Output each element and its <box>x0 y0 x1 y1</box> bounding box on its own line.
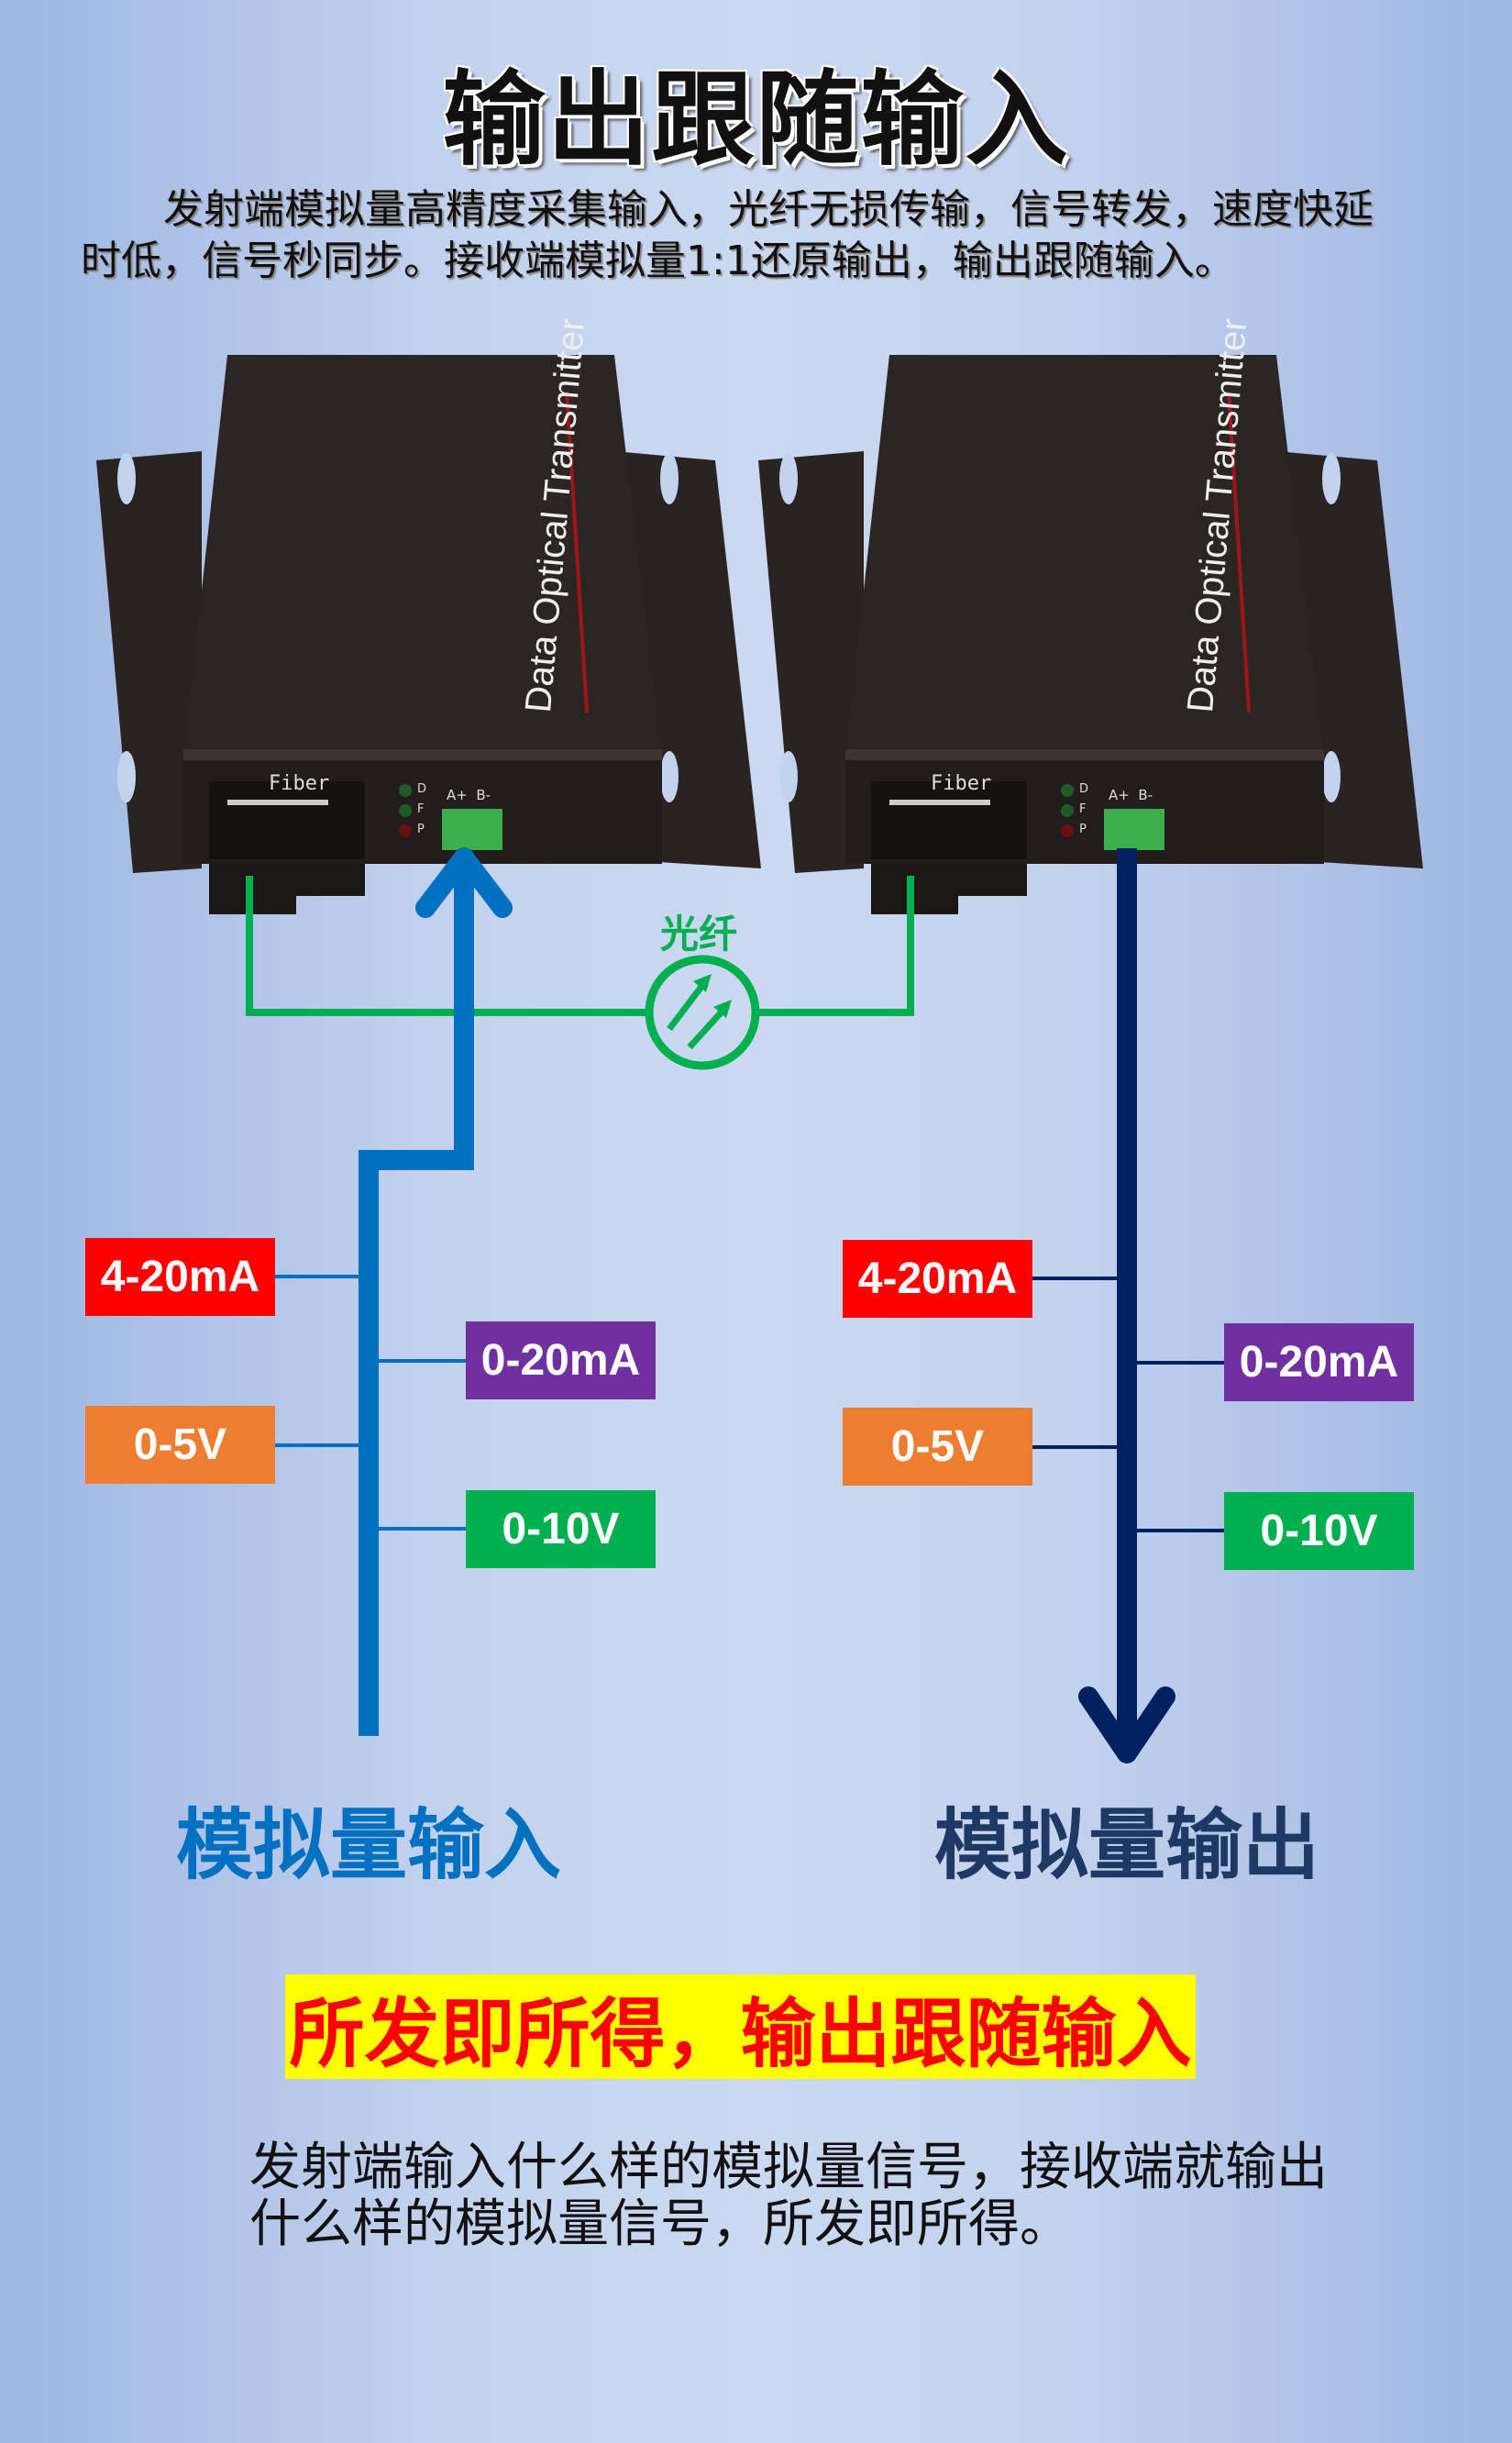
input-label: 模拟量输入 <box>175 1800 562 1890</box>
output-signal-0-5v: 0-5V <box>843 1408 1032 1486</box>
banner: 所发即所得，输出跟随输入 <box>285 1974 1196 2079</box>
input-signal-0-5v: 0-5V <box>85 1406 275 1484</box>
summary-line-2: 什么样的模拟量信号，所发即所得。 <box>249 2194 1071 2254</box>
summary-line-1: 发射端输入什么样的模拟量信号，接收端就输出 <box>249 2138 1328 2197</box>
output-label: 模拟量输出 <box>933 1800 1320 1890</box>
output-signal-4-20ma: 4-20mA <box>843 1240 1032 1318</box>
fiber-port-label: Fiber <box>931 772 992 795</box>
terminal-label: A+ B- <box>447 787 491 803</box>
output-signal-0-10v: 0-10V <box>1224 1492 1414 1570</box>
page-title: 输出跟随输入 <box>442 61 1070 180</box>
intro-line-1: 发射端模拟量高精度采集输入，光纤无损传输，信号转发，速度快延 <box>163 186 1374 233</box>
input-signal-0-10v: 0-10V <box>466 1490 656 1568</box>
terminal-label: A+ B- <box>1109 787 1153 803</box>
input-signal-0-20ma: 0-20mA <box>466 1321 656 1399</box>
fiber-port-label: Fiber <box>269 772 330 795</box>
output-signal-0-20ma: 0-20mA <box>1224 1323 1414 1401</box>
intro-line-2: 时低，信号秒同步。接收端模拟量1:1还原输出，输出跟随输入。 <box>81 238 1235 284</box>
fiber-label: 光纤 <box>660 912 738 956</box>
input-signal-4-20ma: 4-20mA <box>85 1238 275 1316</box>
fiber-icon <box>645 955 760 1070</box>
